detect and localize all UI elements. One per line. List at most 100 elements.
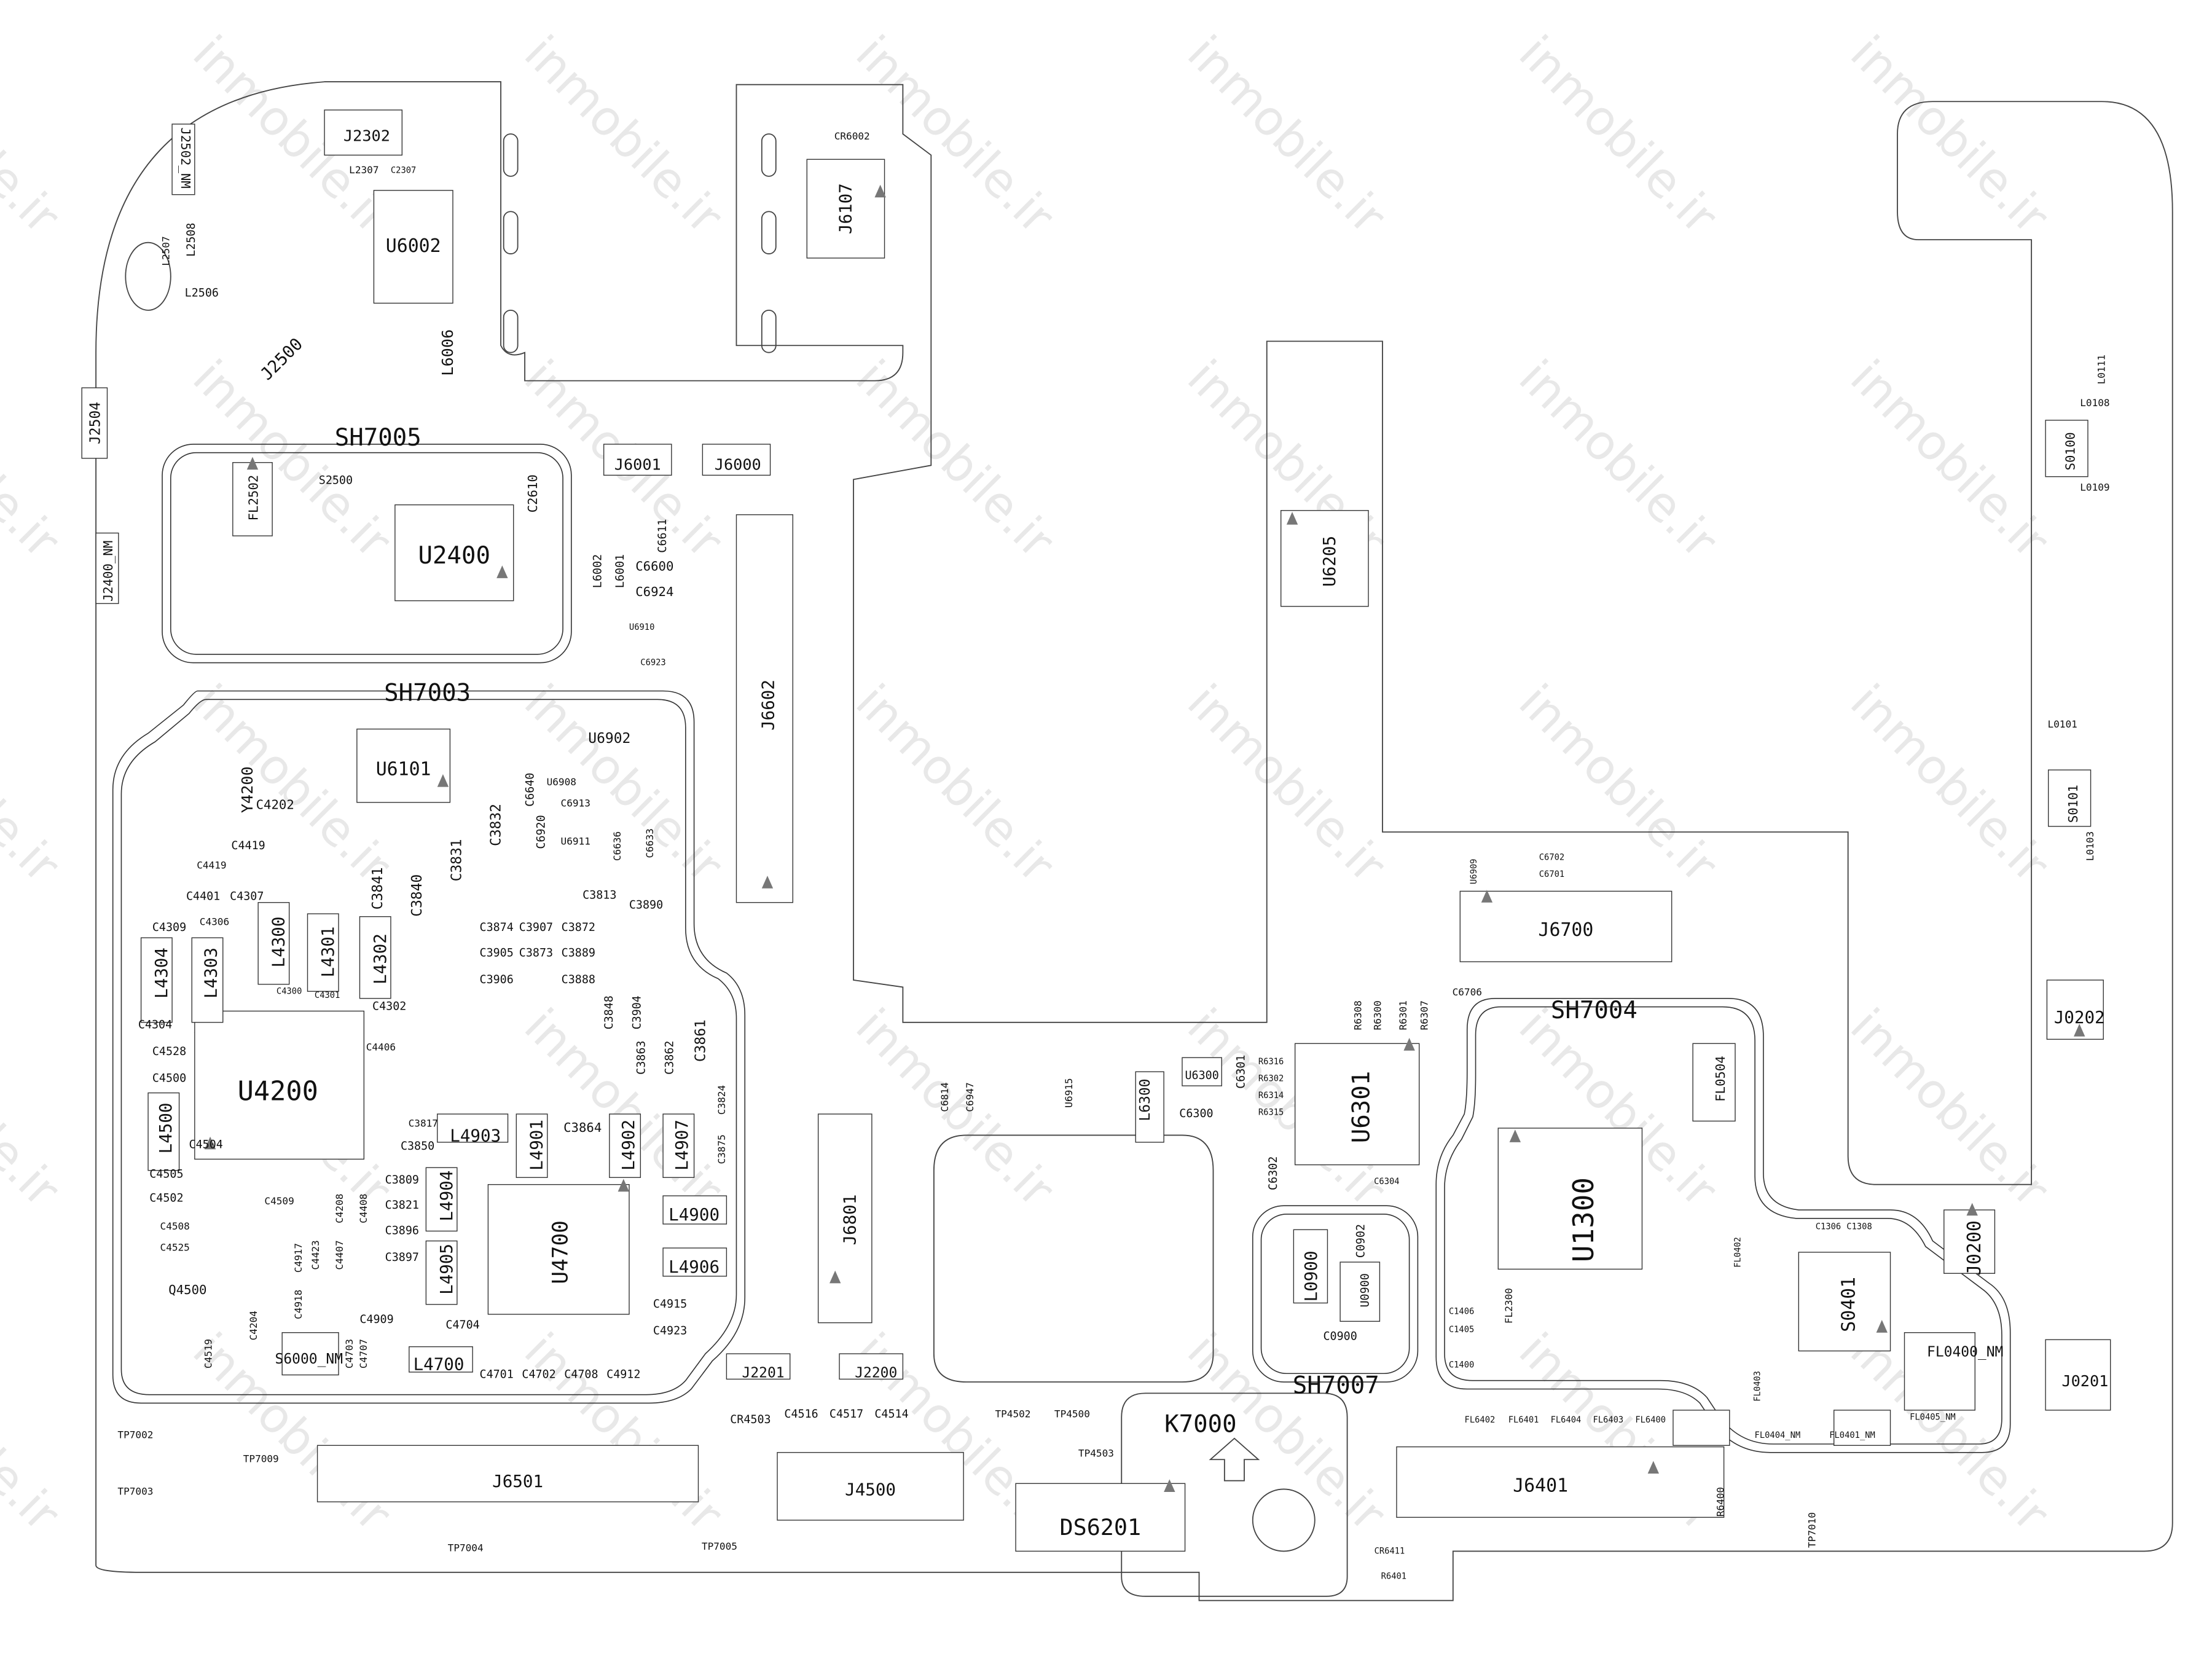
component-label-c6633: C6633: [644, 828, 656, 858]
component-label-l6001: L6001: [614, 554, 627, 588]
component-body: [726, 1353, 791, 1380]
component-body: [1798, 1252, 1891, 1352]
component-label-c6300: C6300: [1179, 1107, 1213, 1120]
component-label-l0101: L0101: [2047, 718, 2077, 730]
component-label-l2506: L2506: [185, 286, 219, 299]
component-label-tp7004: TP7004: [448, 1542, 484, 1553]
component-body: [356, 728, 451, 803]
component-body: [603, 444, 672, 476]
watermark-text: inmobile.ir: [514, 26, 733, 245]
component-label-c3888: C3888: [562, 973, 595, 986]
component-label-j6602: J6602: [758, 680, 778, 731]
component-label-c4300: C4300: [276, 986, 302, 996]
component-label-j2500: J2500: [257, 334, 307, 384]
component-label-fl6401: FL6401: [1508, 1415, 1539, 1425]
pin1-marker-icon: [874, 184, 886, 198]
component-label-u6908: U6908: [547, 776, 576, 788]
k7000-outline: [1121, 1392, 1348, 1597]
component-label-fl0402: FL0402: [1733, 1237, 1743, 1268]
component-label-u6002: U6002: [386, 235, 441, 257]
watermark-text: inmobile.ir: [845, 674, 1065, 893]
component-label-c4423: C4423: [310, 1240, 321, 1270]
component-body: [487, 1184, 630, 1315]
component-label-c1405: C1405: [1449, 1325, 1474, 1335]
component-label-c3889: C3889: [562, 946, 595, 959]
component-body: [735, 514, 793, 903]
component-label-c3840: C3840: [409, 874, 425, 917]
component-body: [437, 1113, 509, 1143]
component-label-c3824: C3824: [716, 1085, 728, 1115]
component-body: [316, 1445, 699, 1502]
component-label-l0900: L0900: [1301, 1250, 1321, 1301]
component-label-c3906: C3906: [480, 973, 514, 986]
component-label-u6301: U6301: [1347, 1071, 1375, 1143]
component-label-c4702: C4702: [522, 1368, 555, 1381]
component-label-l4304: L4304: [152, 948, 171, 999]
watermark-text: inmobile.ir: [1177, 674, 1396, 893]
component-label-c3850: C3850: [401, 1140, 434, 1153]
component-label-c4401: C4401: [186, 890, 220, 903]
component-label-c4406: C4406: [366, 1042, 396, 1053]
watermark-text: inmobile.ir: [1840, 350, 2059, 569]
watermark-text: inmobile.ir: [182, 350, 402, 569]
component-body: [1692, 1043, 1736, 1122]
shield-label: SH7005: [335, 424, 422, 452]
component-label-fl0400_nm: FL0400_NM: [1927, 1344, 2003, 1360]
pin1-marker-icon: [761, 876, 774, 889]
component-label-j0202: J0202: [2054, 1008, 2105, 1027]
pin1-marker-icon: [1876, 1320, 1888, 1333]
board-outline: [95, 81, 2173, 1601]
component-label-l4906: L4906: [669, 1257, 720, 1277]
component-label-j2201: J2201: [742, 1365, 785, 1381]
pin1-marker-icon: [618, 1179, 629, 1192]
component-body: [662, 1113, 695, 1178]
component-label-c3809: C3809: [385, 1174, 419, 1187]
component-body: [307, 913, 339, 992]
component-label-l2507: L2507: [160, 236, 171, 265]
component-label-c3904: C3904: [631, 995, 644, 1029]
component-label-c6636: C6636: [611, 831, 623, 861]
component-label-c4708: C4708: [564, 1368, 598, 1381]
component-label-c3817: C3817: [409, 1118, 438, 1129]
pin1-marker-icon: [204, 1136, 216, 1150]
component-label-y4200: Y4200: [238, 766, 256, 813]
component-label-k7000: K7000: [1164, 1411, 1236, 1438]
component-label-c4500: C4500: [152, 1072, 186, 1085]
component-body: [1497, 1128, 1643, 1270]
component-label-fl0403: FL0403: [1753, 1371, 1763, 1402]
pin1-marker-icon: [1509, 1129, 1521, 1142]
component-body: [394, 504, 514, 602]
component-label-l4902: L4902: [619, 1120, 638, 1171]
component-label-u4700: U4700: [548, 1220, 573, 1284]
component-label-c3874: C3874: [480, 921, 514, 934]
component-label-c3863: C3863: [635, 1041, 648, 1075]
component-label-c4707: C4707: [358, 1339, 369, 1368]
component-label-cr6411: CR6411: [1375, 1546, 1405, 1556]
component-label-r6307: R6307: [1418, 1000, 1430, 1030]
component-label-c6640: C6640: [524, 773, 536, 807]
component-label-c3848: C3848: [603, 995, 616, 1029]
component-body: [1135, 1071, 1164, 1143]
component-label-j2504: J2504: [88, 402, 104, 444]
component-label-j6000: J6000: [715, 455, 761, 473]
watermark-text: inmobile.ir: [0, 674, 70, 893]
component-label-c4408: C4408: [358, 1194, 369, 1223]
component-label-u4200: U4200: [238, 1077, 318, 1107]
component-label-u6101: U6101: [376, 759, 431, 780]
component-label-u0900: U0900: [1359, 1273, 1371, 1307]
component-label-tp4502: TP4502: [995, 1408, 1030, 1419]
component-label-c4917: C4917: [292, 1243, 304, 1273]
component-label-j2502_nm: J2502_NM: [178, 127, 193, 188]
component-label-c6702: C6702: [1539, 852, 1564, 862]
component-body: [1293, 1229, 1328, 1304]
component-body: [409, 1346, 473, 1373]
component-label-c3841: C3841: [370, 867, 386, 909]
pin1-marker-icon: [437, 774, 449, 787]
component-label-c6611: C6611: [656, 519, 669, 552]
component-label-fl0504: FL0504: [1713, 1056, 1728, 1102]
component-body: [702, 444, 771, 476]
component-label-s0401: S0401: [1838, 1277, 1859, 1332]
component-label-tp7003: TP7003: [117, 1486, 153, 1497]
component-label-c3861: C3861: [693, 1019, 709, 1062]
watermark-text: inmobile.ir: [0, 1323, 70, 1542]
